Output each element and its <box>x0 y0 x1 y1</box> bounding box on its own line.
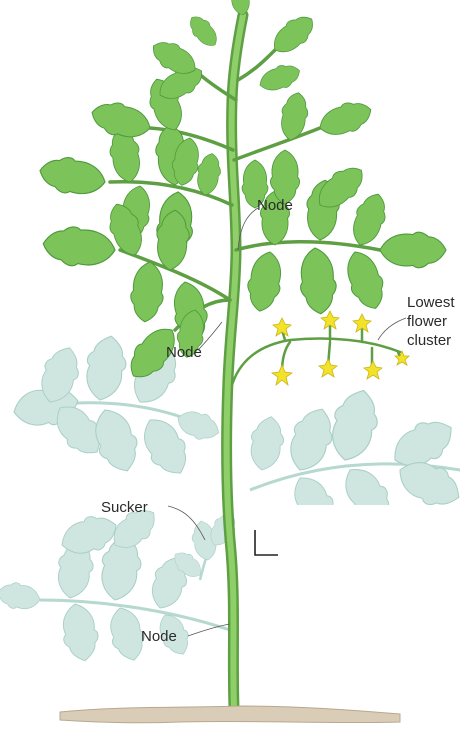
label-flower: flower <box>407 313 447 330</box>
label-node-middle: Node <box>166 344 202 361</box>
main-stem <box>227 15 243 708</box>
label-cluster: cluster <box>407 332 451 349</box>
green-leaves <box>37 0 446 386</box>
label-node-top: Node <box>257 197 293 214</box>
flower-cluster <box>232 311 409 385</box>
label-lowest: Lowest <box>407 294 455 311</box>
masked-area <box>252 505 474 729</box>
label-node-bottom: Node <box>141 628 177 645</box>
label-sucker: Sucker <box>101 499 148 516</box>
